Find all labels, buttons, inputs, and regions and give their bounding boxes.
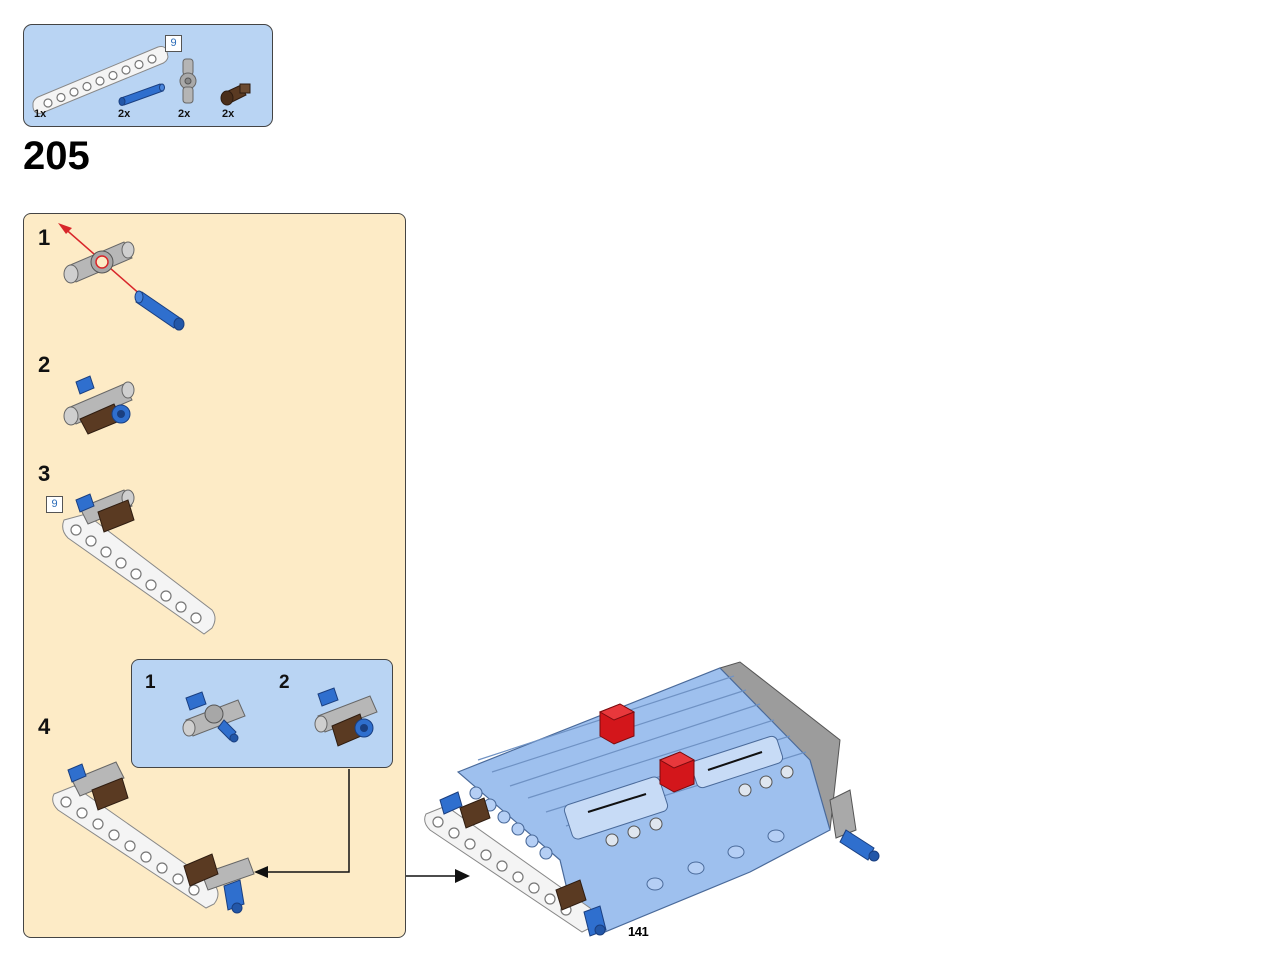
liftarm-length-badge: 9 — [165, 35, 182, 52]
insert-arrow-icon — [58, 223, 72, 234]
substep-3-assembly — [62, 489, 216, 635]
qty-liftarm: 1x — [34, 108, 47, 120]
substep-2-label: 2 — [38, 352, 51, 377]
callout-step-2-assembly — [314, 687, 378, 747]
parts-list-art — [32, 46, 251, 114]
substep-3-length-badge: 9 — [46, 496, 63, 513]
step-number: 205 — [23, 134, 90, 178]
callout-arrow-icon — [254, 866, 268, 878]
substep-4-assembly — [52, 761, 350, 914]
gray-cross-block-part — [179, 58, 197, 104]
brown-pin-part — [220, 83, 251, 106]
parts-list-box: 9 1x 2x 2x 2x — [23, 24, 273, 127]
red-brick-icon — [598, 703, 636, 745]
qty-axle-pin: 2x — [118, 108, 131, 120]
callout-step-1-label: 1 — [145, 672, 156, 693]
callout-step-1-assembly — [182, 691, 246, 743]
substep-4-label: 4 — [38, 714, 51, 739]
blue-axle-pin-part — [118, 83, 165, 106]
substep-2-assembly — [63, 375, 135, 435]
callout-box: 1 2 — [131, 659, 393, 768]
substep-panel: 1 2 3 9 4 — [23, 213, 406, 938]
substep-1-label: 1 — [38, 225, 51, 250]
red-brick-icon-2 — [658, 751, 696, 793]
substep-1-assembly — [58, 223, 185, 331]
callout-art — [182, 687, 378, 747]
callout-step-2-label: 2 — [279, 672, 290, 693]
substep-art — [52, 223, 350, 914]
substep-3-label: 3 — [38, 461, 51, 486]
attach-arrow-icon — [455, 869, 470, 883]
qty-brown-pin: 2x — [222, 108, 235, 120]
qty-cross-block: 2x — [178, 108, 191, 120]
page-number: 141 — [628, 924, 649, 939]
